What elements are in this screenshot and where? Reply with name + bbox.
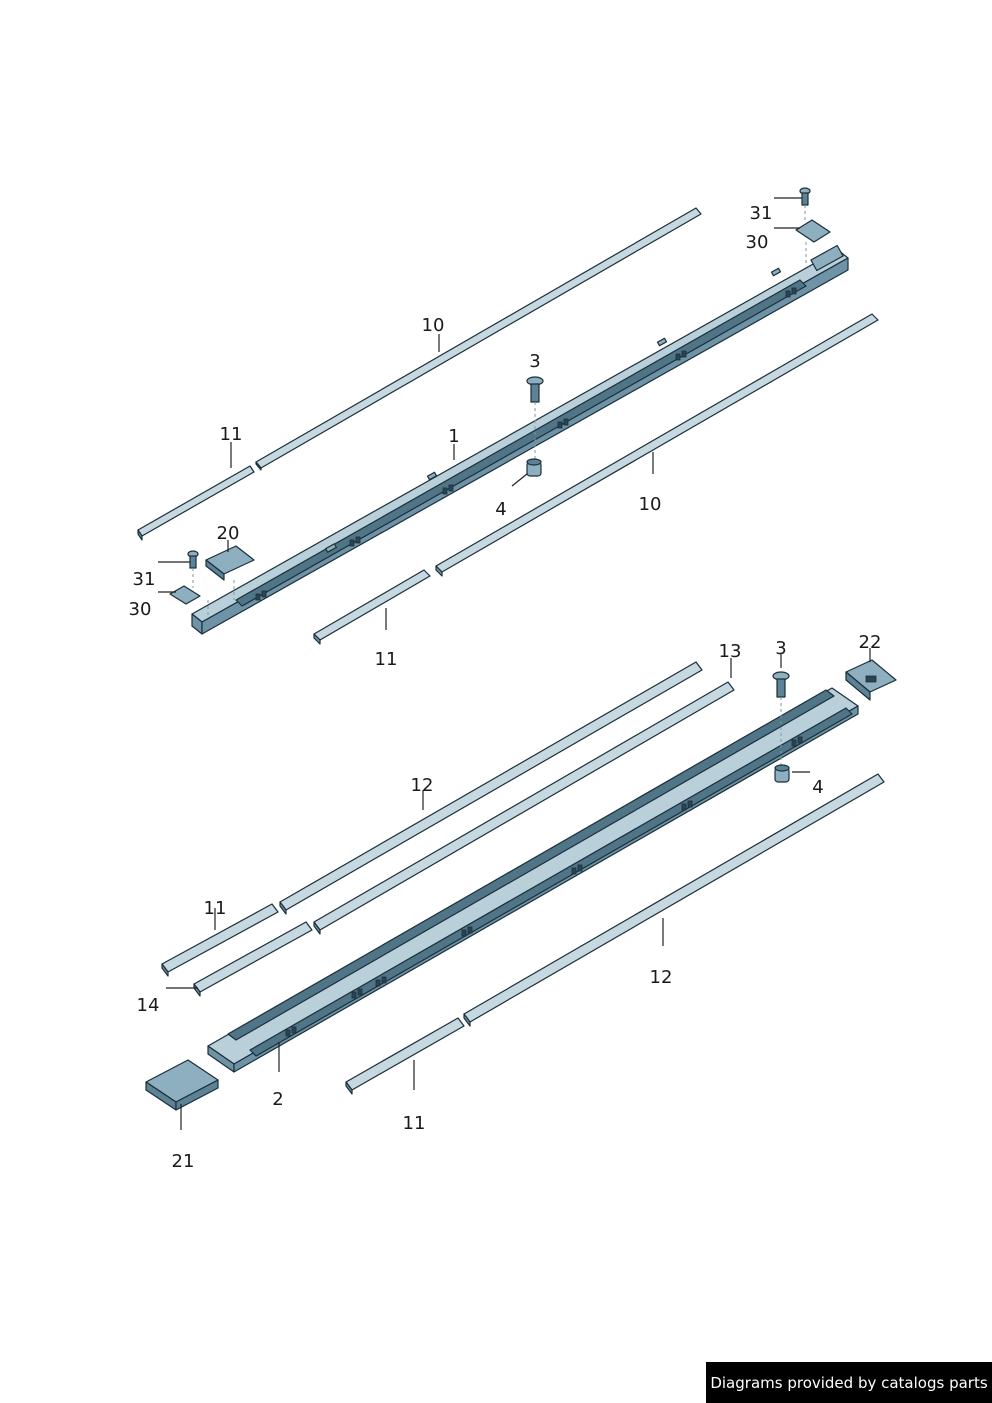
callout-1: 1 bbox=[448, 426, 459, 447]
part-1-main-rail bbox=[191, 244, 849, 635]
callout-4-lower: 4 bbox=[812, 777, 823, 798]
part-11-bottom-strip bbox=[345, 1017, 465, 1095]
part-31-screw-left bbox=[187, 550, 199, 569]
callout-3-upper: 3 bbox=[529, 351, 540, 372]
part-30-bracket-right bbox=[795, 219, 831, 243]
part-4-nut-lower bbox=[774, 764, 790, 783]
callout-12-lower: 12 bbox=[650, 967, 673, 988]
callout-30-right: 30 bbox=[746, 232, 769, 253]
callout-3-lower: 3 bbox=[775, 638, 786, 659]
part-12-upper-strip bbox=[279, 661, 703, 915]
part-21-end-cap bbox=[145, 1059, 219, 1111]
callout-4-upper: 4 bbox=[495, 499, 506, 520]
callout-30-left: 30 bbox=[129, 599, 152, 620]
part-2-main-rail bbox=[207, 687, 859, 1073]
part-10-upper-strip bbox=[255, 207, 702, 471]
part-3-screw-lower bbox=[772, 671, 790, 698]
part-30-bracket-left bbox=[169, 585, 201, 605]
part-11-lower-left-strip bbox=[161, 903, 279, 977]
callout-11-upper-lower: 11 bbox=[375, 649, 398, 670]
catalog-credit-badge: Diagrams provided by catalogs parts bbox=[706, 1362, 992, 1403]
catalog-credit-text: Diagrams provided by catalogs parts bbox=[710, 1373, 988, 1392]
callout-11-lower-left: 11 bbox=[204, 898, 227, 919]
callout-13: 13 bbox=[719, 641, 742, 662]
callout-14: 14 bbox=[137, 995, 160, 1016]
callout-31-right: 31 bbox=[750, 203, 773, 224]
part-14-strip bbox=[193, 921, 313, 997]
callout-2: 2 bbox=[272, 1089, 283, 1110]
callout-10-upper: 10 bbox=[422, 315, 445, 336]
part-22-end-cap bbox=[845, 659, 897, 701]
part-13-strip bbox=[313, 681, 735, 935]
callout-11-upper-left: 11 bbox=[220, 424, 243, 445]
callout-21: 21 bbox=[172, 1151, 195, 1172]
part-11-lower-strip bbox=[313, 569, 431, 645]
part-3-screw bbox=[526, 376, 544, 403]
part-11-upper-left-strip bbox=[137, 465, 255, 541]
callout-12-upper: 12 bbox=[411, 775, 434, 796]
callout-22: 22 bbox=[859, 632, 882, 653]
part-12-lower-strip bbox=[463, 773, 885, 1027]
part-31-screw-right bbox=[799, 187, 811, 206]
callout-20: 20 bbox=[217, 523, 240, 544]
part-4-nut bbox=[526, 458, 542, 477]
callout-31-left: 31 bbox=[133, 569, 156, 590]
part-10-lower-strip bbox=[435, 313, 879, 577]
callout-10-lower: 10 bbox=[639, 494, 662, 515]
callout-11-bottom: 11 bbox=[403, 1113, 426, 1134]
part-20-clip bbox=[205, 545, 255, 581]
